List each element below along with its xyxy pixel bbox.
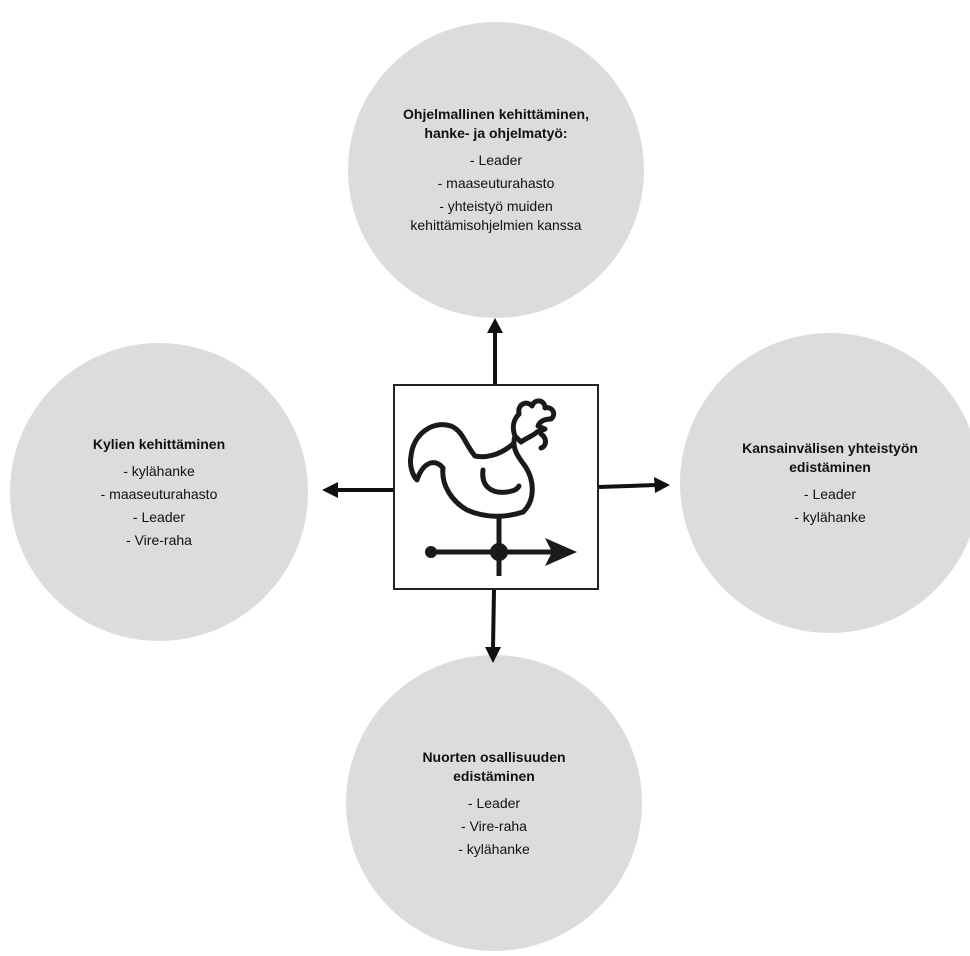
rooster-weathervane-icon	[408, 398, 577, 576]
arrow-left-head	[322, 482, 338, 498]
bubble-item: - yhteistyö muiden kehittämisohjelmien k…	[410, 198, 582, 233]
bubble-kylien-kehittaminen: Kylien kehittäminen - kylähanke - maaseu…	[10, 343, 308, 641]
bubble-item: - maaseuturahasto	[100, 485, 218, 502]
bubble-title: Nuorten osallisuuden edistäminen	[422, 748, 566, 784]
center-weathervane-box	[393, 384, 599, 590]
bubble-item: - Leader	[803, 486, 857, 502]
arrow-up-head	[487, 318, 503, 333]
bubble-item: - Leader	[132, 508, 186, 525]
bubble-ohjelmallinen-kehittaminen: Ohjelmallinen kehittäminen, hanke- ja oh…	[348, 22, 644, 318]
bubble-item: - Leader	[467, 794, 521, 811]
bubble-item: - Vire-raha	[126, 531, 192, 548]
arrow-right-head	[654, 477, 670, 493]
bubble-nuorten-osallisuus: Nuorten osallisuuden edistäminen - Leade…	[346, 655, 642, 951]
bubble-item: - kylähanke	[794, 509, 866, 525]
arrow-right	[598, 483, 657, 489]
bubble-item: - maaseuturahasto	[437, 175, 555, 191]
bubble-title: Ohjelmallinen kehittäminen, hanke- ja oh…	[403, 106, 589, 141]
bubble-kansainvalinen-yhteistyo: Kansainvälisen yhteistyön edistäminen - …	[680, 333, 970, 633]
bubble-title: Kylien kehittäminen	[92, 435, 226, 452]
bubble-item: - Leader	[469, 152, 523, 168]
bubble-title: Kansainvälisen yhteistyön edistäminen	[742, 440, 918, 475]
arrow-down	[491, 589, 496, 649]
bubble-item: - Vire-raha	[461, 817, 527, 834]
bubble-item: - kylähanke	[458, 840, 530, 857]
bubble-item: - kylähanke	[123, 462, 195, 479]
arrow-down-head	[485, 647, 501, 663]
